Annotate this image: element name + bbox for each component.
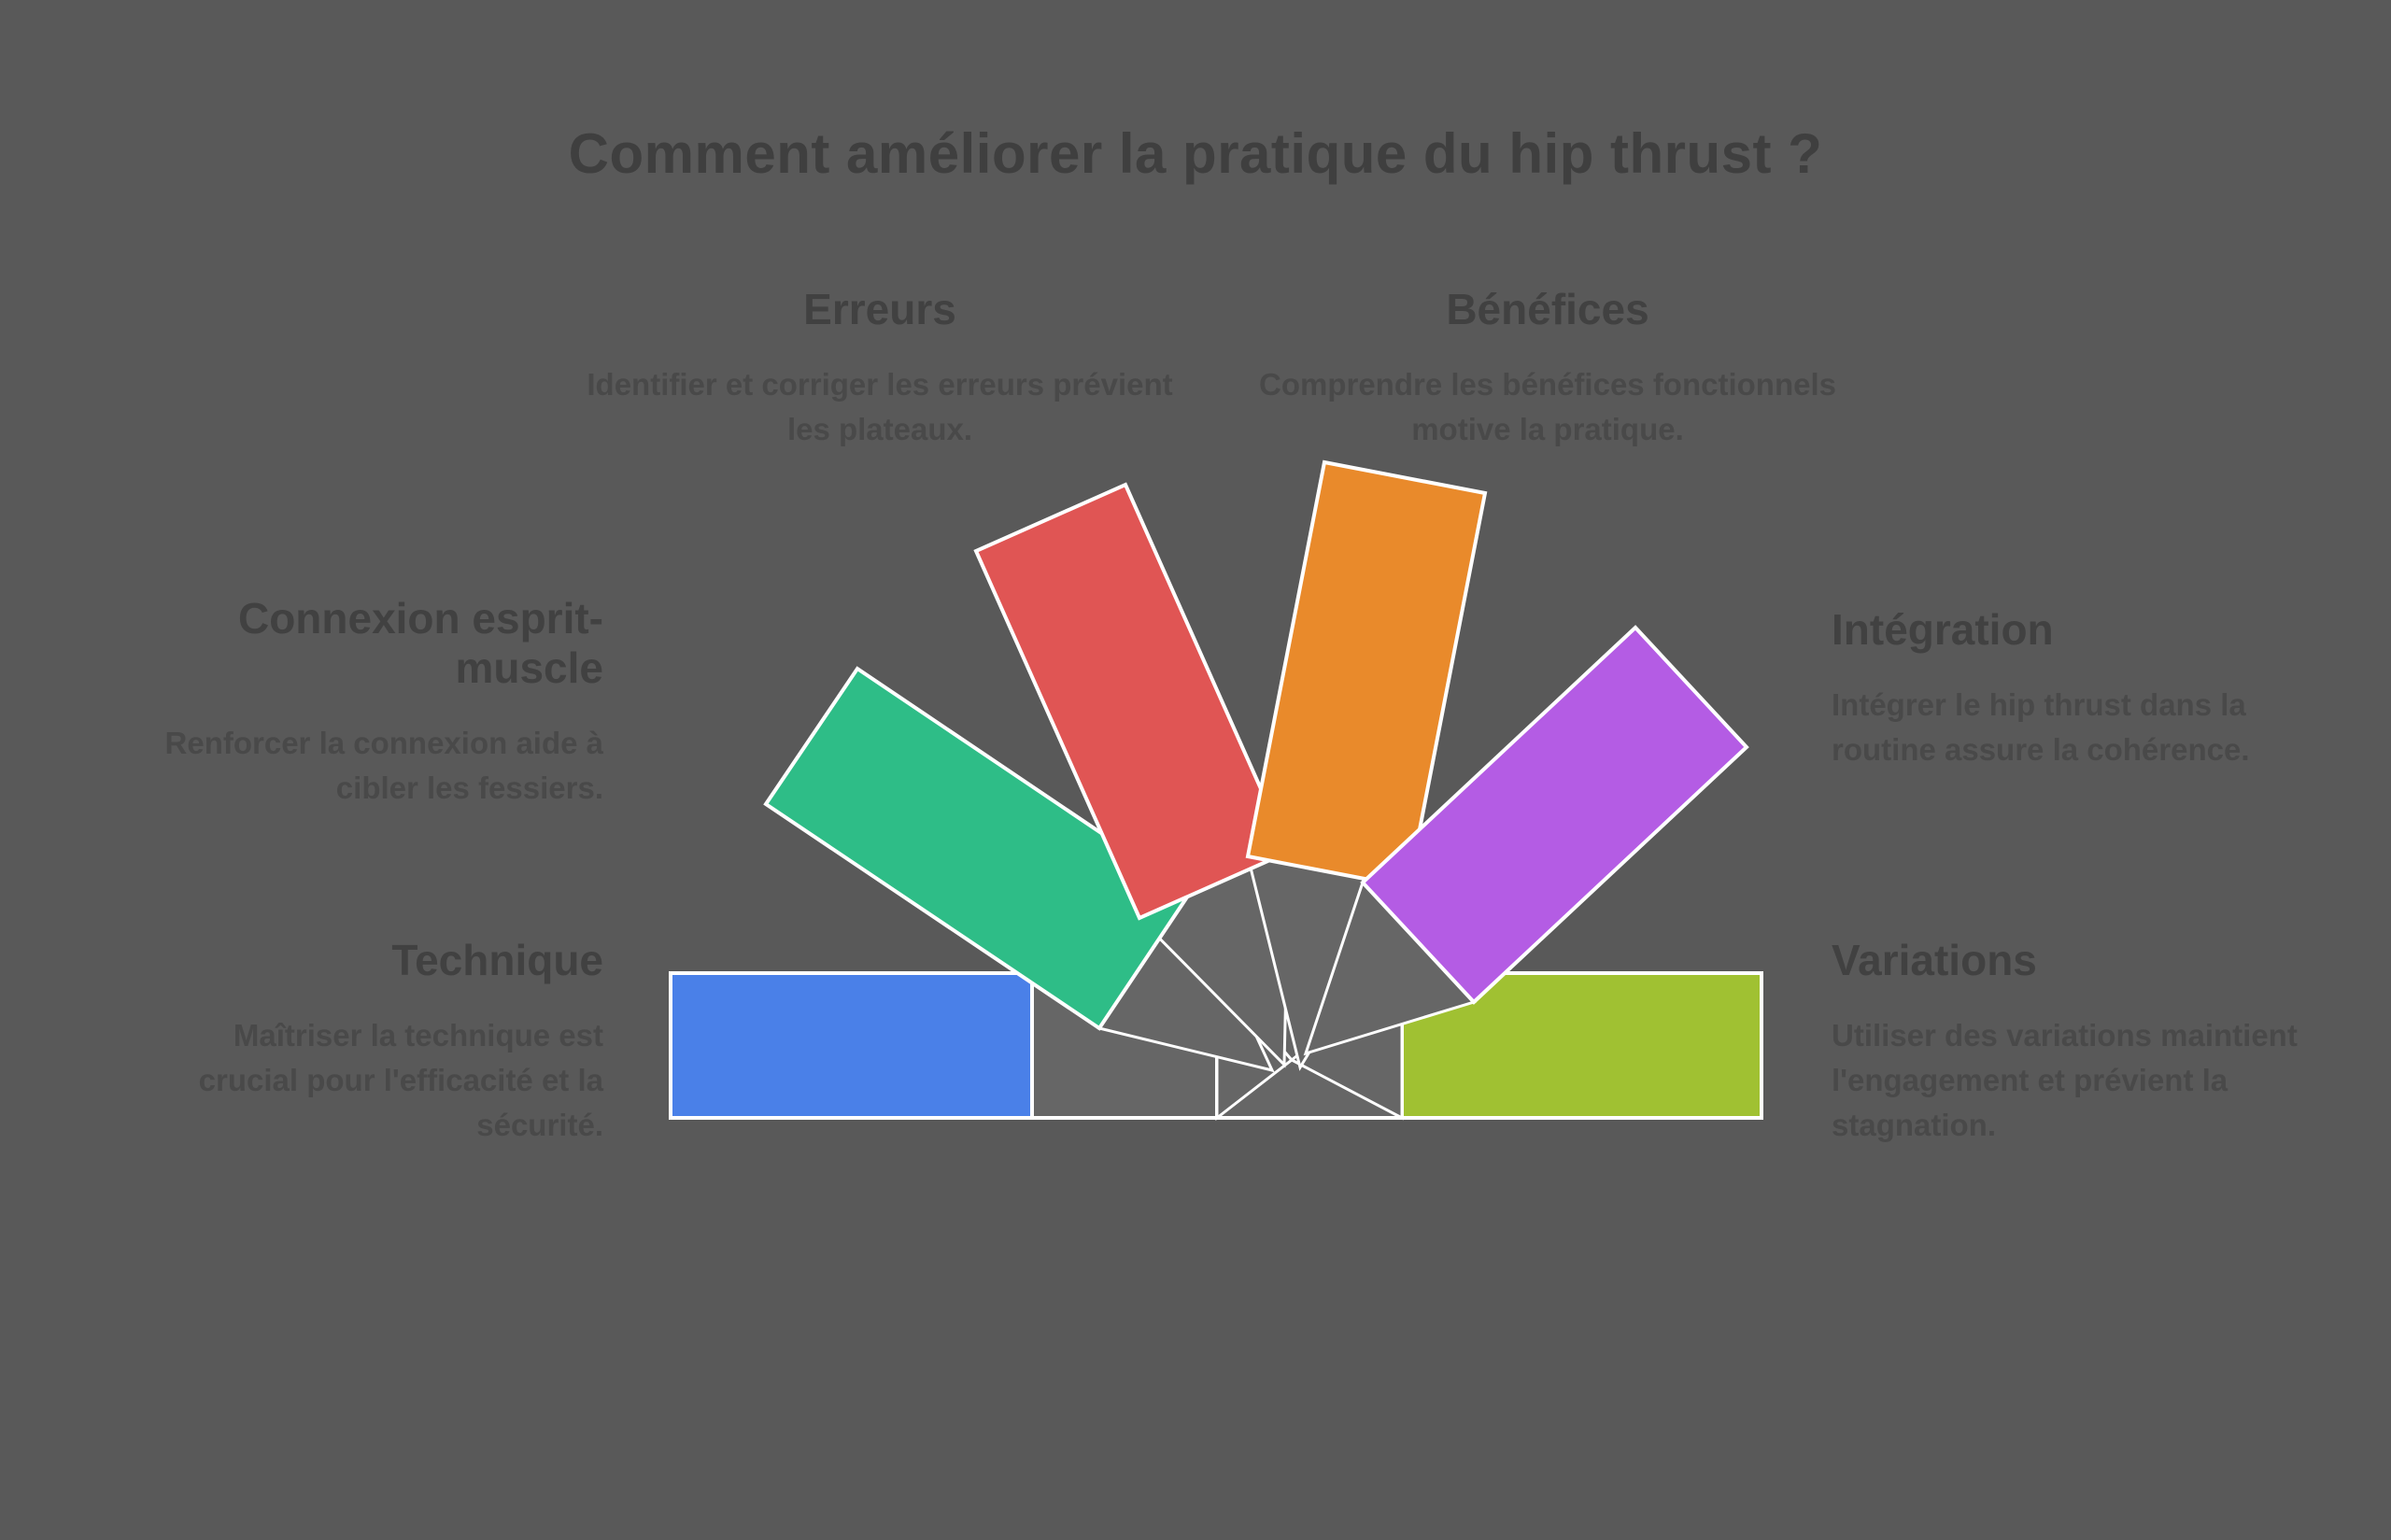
technique-description: Maîtriser la technique est crucial pour … <box>198 1017 603 1142</box>
card-benefices-shape <box>1245 459 1488 890</box>
section-variations: Variations Utiliser des variations maint… <box>1832 936 2299 1147</box>
section-erreurs: Erreurs Identifier et corriger les erreu… <box>581 285 1179 452</box>
erreurs-heading: Erreurs <box>803 285 956 333</box>
connexion-description: Renforcer la connexion aide à cibler les… <box>164 725 603 805</box>
section-benefices: Bénéfices Comprendre les bénéfices fonct… <box>1249 285 1846 452</box>
card-integration-shape <box>1360 625 1749 1005</box>
section-integration: Intégration Intégrer le hip thrust dans … <box>1832 605 2299 772</box>
section-technique: Technique Maîtriser la technique est cru… <box>155 936 603 1147</box>
erreurs-description: Identifier et corriger les erreurs prévi… <box>587 366 1173 446</box>
page-title: Comment améliorer la pratique du hip thr… <box>568 122 1823 185</box>
technique-heading: Technique <box>391 936 603 984</box>
integration-heading: Intégration <box>1832 605 2054 654</box>
connexion-heading: Connexion esprit-muscle <box>237 594 603 692</box>
card-erreurs-shape <box>973 482 1292 921</box>
benefices-description: Comprendre les bénéfices fonctionnels mo… <box>1259 366 1836 446</box>
card-connexion-shape <box>763 666 1193 1031</box>
integration-description: Intégrer le hip thrust dans la routine a… <box>1832 686 2250 767</box>
benefices-heading: Bénéfices <box>1446 285 1649 333</box>
section-connexion-esprit-muscle: Connexion esprit-muscle Renforcer la con… <box>155 594 603 810</box>
variations-heading: Variations <box>1832 936 2037 984</box>
card-technique-shape <box>669 971 1034 1120</box>
variations-description: Utiliser des variations maintient l'enga… <box>1832 1017 2298 1142</box>
